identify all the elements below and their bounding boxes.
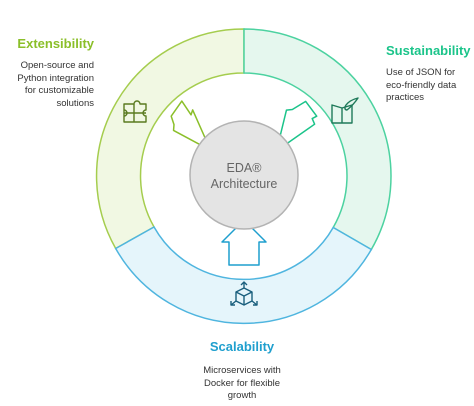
sustainability-desc-line-1: Use of JSON for	[386, 67, 456, 78]
center-subtitle: Architecture	[211, 177, 278, 191]
center-title: EDA®	[227, 161, 263, 175]
scalability-title: Scalability	[209, 339, 275, 354]
leaf-book-icon	[331, 97, 359, 124]
sustainability-title: Sustainability	[386, 43, 471, 58]
extensibility-desc-line-1: Open-source and	[20, 60, 94, 71]
scalability-segment	[114, 225, 373, 325]
center-circle	[189, 120, 299, 230]
scalability-label-block: Scalability Microservices with Docker fo…	[180, 339, 304, 403]
extensibility-desc-line-3: for customizable	[24, 85, 94, 96]
scalability-desc-line-1: Microservices with	[203, 365, 281, 376]
scalability-arrow	[221, 219, 267, 266]
scalability-desc-line-3: growth	[227, 390, 257, 401]
sustainability-segment	[243, 28, 392, 251]
extensibility-title: Extensibility	[17, 36, 94, 51]
cube-arrows-icon	[230, 281, 258, 306]
sustainability-arrow	[275, 100, 318, 152]
sustainability-desc-line-2: eco-friendly data	[386, 79, 457, 91]
scalability-desc-line-2: Docker for flexible	[203, 377, 281, 389]
sustainability-desc-line-3: practices	[386, 92, 425, 103]
extensibility-desc-line-2: Python integration	[17, 72, 94, 84]
sustainability-label-block: Sustainability Use of JSON for eco-frien…	[386, 43, 472, 105]
extensibility-label-block: Extensibility Open-source and Python int…	[8, 36, 94, 110]
extensibility-segment	[95, 28, 245, 250]
extensibility-desc-line-4: solutions	[56, 97, 95, 109]
puzzle-icon	[123, 100, 147, 123]
extensibility-arrow	[170, 100, 212, 152]
